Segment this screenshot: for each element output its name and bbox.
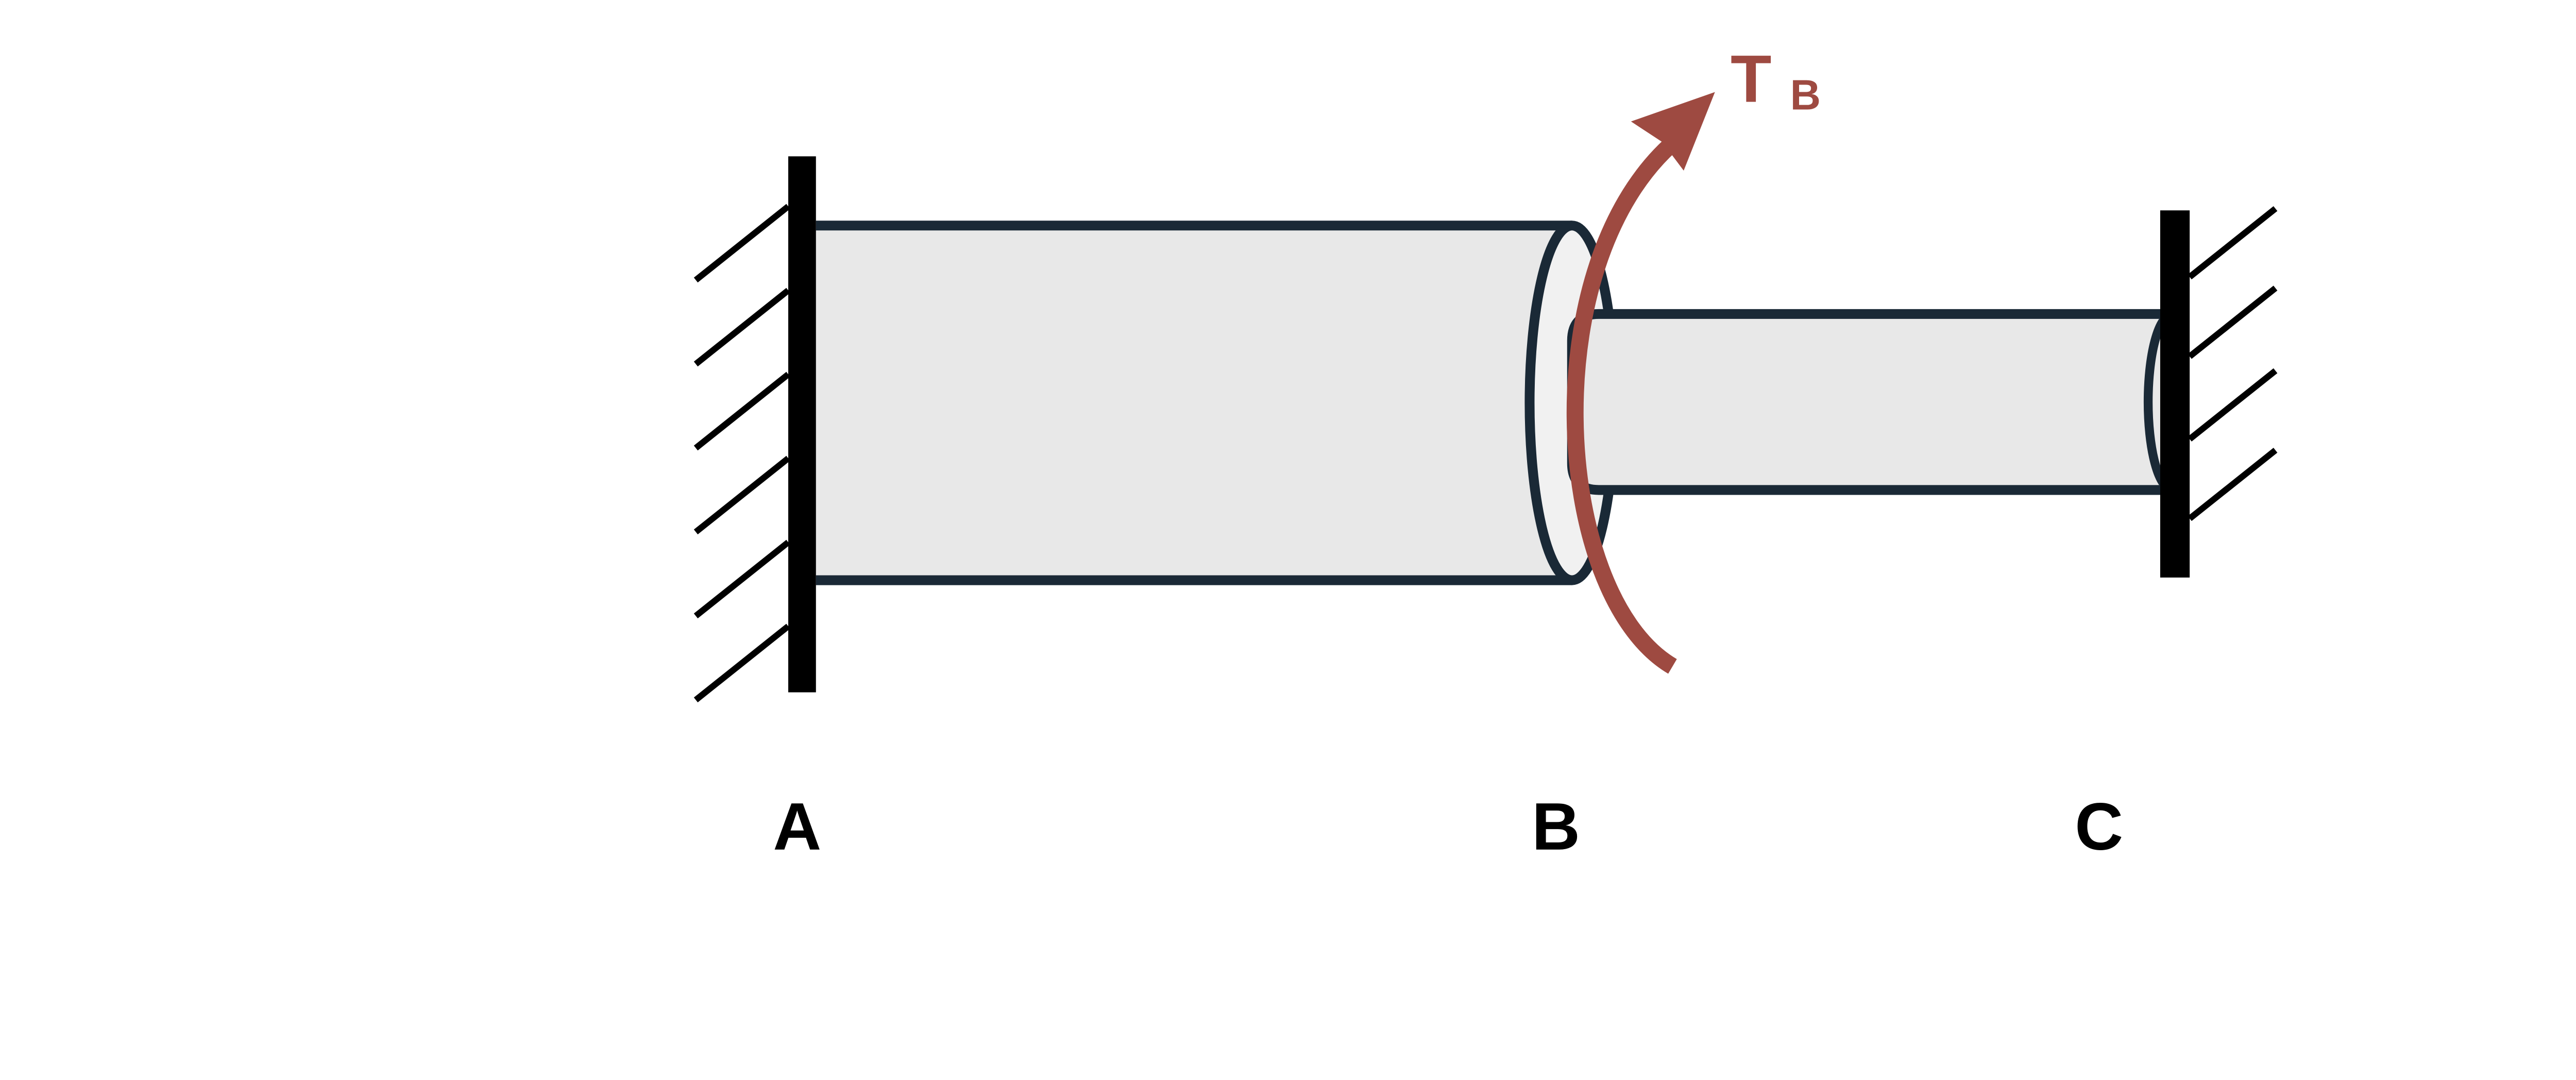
hatch-line xyxy=(2188,448,2278,521)
shaft-segment-ab xyxy=(816,221,1572,585)
stepped-shaft-figure: T B A B C xyxy=(693,41,2278,864)
point-label-a: A xyxy=(773,789,821,864)
hatch-line xyxy=(693,539,790,619)
wall-support-c xyxy=(2160,210,2190,578)
hatch-line xyxy=(693,204,790,283)
shaft-ab-body xyxy=(816,221,1572,585)
torque-label: T B xyxy=(1731,41,1821,119)
torque-subscript: B xyxy=(1790,71,1821,119)
point-label-b: B xyxy=(1532,789,1580,864)
wall-c-hatching xyxy=(2188,206,2278,521)
hatch-line xyxy=(693,288,790,367)
wall-support-a xyxy=(788,156,816,693)
point-labels: A B C xyxy=(773,789,2123,864)
point-label-c: C xyxy=(2075,789,2123,864)
supports xyxy=(788,156,2190,693)
hatch-line xyxy=(2188,368,2278,442)
torque-arrow-arc xyxy=(1566,127,1689,674)
shaft-segment-bc xyxy=(1567,309,2164,495)
shaft-ab-edges xyxy=(816,221,1572,585)
torque-symbol: T xyxy=(1731,41,1771,116)
hatch-line xyxy=(693,455,790,535)
wall-a-hatching xyxy=(693,204,790,703)
hatch-line xyxy=(2188,285,2278,359)
torsion-diagram: T B A B C xyxy=(693,41,2278,864)
hatch-line xyxy=(693,623,790,703)
torque-arrow xyxy=(1566,92,1715,674)
hatch-line xyxy=(2188,206,2278,280)
hatch-line xyxy=(693,372,790,451)
torque-arrowhead-icon xyxy=(1631,92,1715,171)
